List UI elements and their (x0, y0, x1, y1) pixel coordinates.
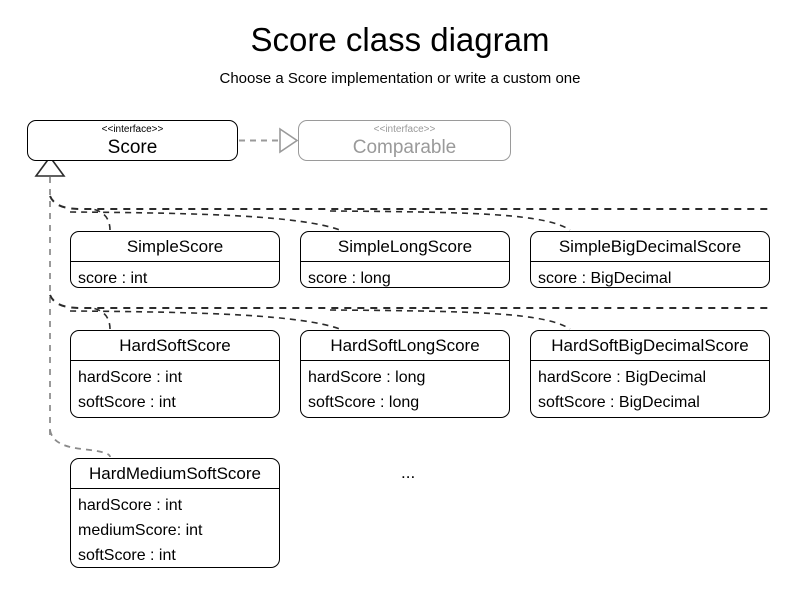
class-name-label: HardSoftScore (119, 336, 231, 355)
attribute-row: hardScore : int (78, 496, 183, 514)
attribute-row: score : long (308, 269, 391, 287)
class-name-label: SimpleLongScore (337, 237, 473, 256)
class-divider (71, 487, 279, 489)
attribute-row: softScore : BigDecimal (538, 393, 700, 411)
interface-name-label: Score (107, 137, 158, 158)
class-divider (531, 260, 769, 262)
stereotype-label: <<interface>> (373, 124, 436, 135)
attribute-row: softScore : int (78, 393, 176, 411)
class-attributes: score : int (71, 262, 279, 287)
class-box-hard-soft-big-decimal-score[interactable]: HardSoftBigDecimalScore hardScore : BigD… (530, 330, 770, 418)
class-box-simple-score[interactable]: SimpleScore score : int (70, 231, 280, 288)
stereotype-label: <<interface>> (101, 124, 164, 135)
attribute-row: softScore : long (308, 393, 420, 411)
inheritance-branch-row1 (49, 195, 770, 231)
realization-edge-score-comparable (239, 127, 299, 154)
class-divider (301, 260, 509, 262)
class-name-label: HardSoftBigDecimalScore (551, 336, 749, 355)
interface-name-label: Comparable (352, 137, 457, 158)
class-divider (531, 359, 769, 361)
class-box-hard-soft-score[interactable]: HardSoftScore hardScore : int softScore … (70, 330, 280, 418)
page-title: Score class diagram (250, 21, 550, 58)
class-box-hard-soft-long-score[interactable]: HardSoftLongScore hardScore : long softS… (300, 330, 510, 418)
attribute-row: score : int (78, 269, 148, 287)
attribute-row: mediumScore: int (78, 521, 203, 539)
class-attributes: hardScore : int softScore : int (71, 361, 279, 417)
interface-box-comparable[interactable]: <<interface>> Comparable (298, 120, 511, 161)
attribute-row: hardScore : BigDecimal (538, 368, 707, 386)
class-divider (71, 359, 279, 361)
class-attributes: hardScore : int mediumScore: int softSco… (71, 489, 279, 567)
class-name-label: HardSoftLongScore (330, 336, 480, 355)
inheritance-branch-row3 (49, 429, 111, 458)
hollow-triangle-arrowhead (279, 127, 299, 154)
interface-box-score[interactable]: <<interface>> Score (27, 120, 238, 161)
class-attributes: score : BigDecimal (531, 262, 769, 287)
attribute-row: softScore : int (78, 546, 176, 564)
class-box-simple-big-decimal-score[interactable]: SimpleBigDecimalScore score : BigDecimal (530, 231, 770, 288)
attribute-row: hardScore : long (308, 368, 426, 386)
class-name-label: HardMediumSoftScore (89, 464, 261, 483)
class-box-simple-long-score[interactable]: SimpleLongScore score : long (300, 231, 510, 288)
class-attributes: score : long (301, 262, 509, 287)
class-name-label: SimpleBigDecimalScore (558, 237, 742, 256)
class-box-hard-medium-soft-score[interactable]: HardMediumSoftScore hardScore : int medi… (70, 458, 280, 568)
class-name-label: SimpleScore (126, 237, 224, 256)
page-subtitle: Choose a Score implementation or write a… (219, 70, 581, 87)
attribute-row: score : BigDecimal (538, 269, 672, 287)
class-attributes: hardScore : long softScore : long (301, 361, 509, 417)
attribute-row: hardScore : int (78, 368, 183, 386)
class-attributes: hardScore : BigDecimal softScore : BigDe… (531, 361, 769, 417)
class-divider (71, 260, 279, 262)
more-classes-ellipsis: ... (401, 463, 416, 482)
class-divider (301, 359, 509, 361)
inheritance-branch-row2 (49, 294, 770, 330)
